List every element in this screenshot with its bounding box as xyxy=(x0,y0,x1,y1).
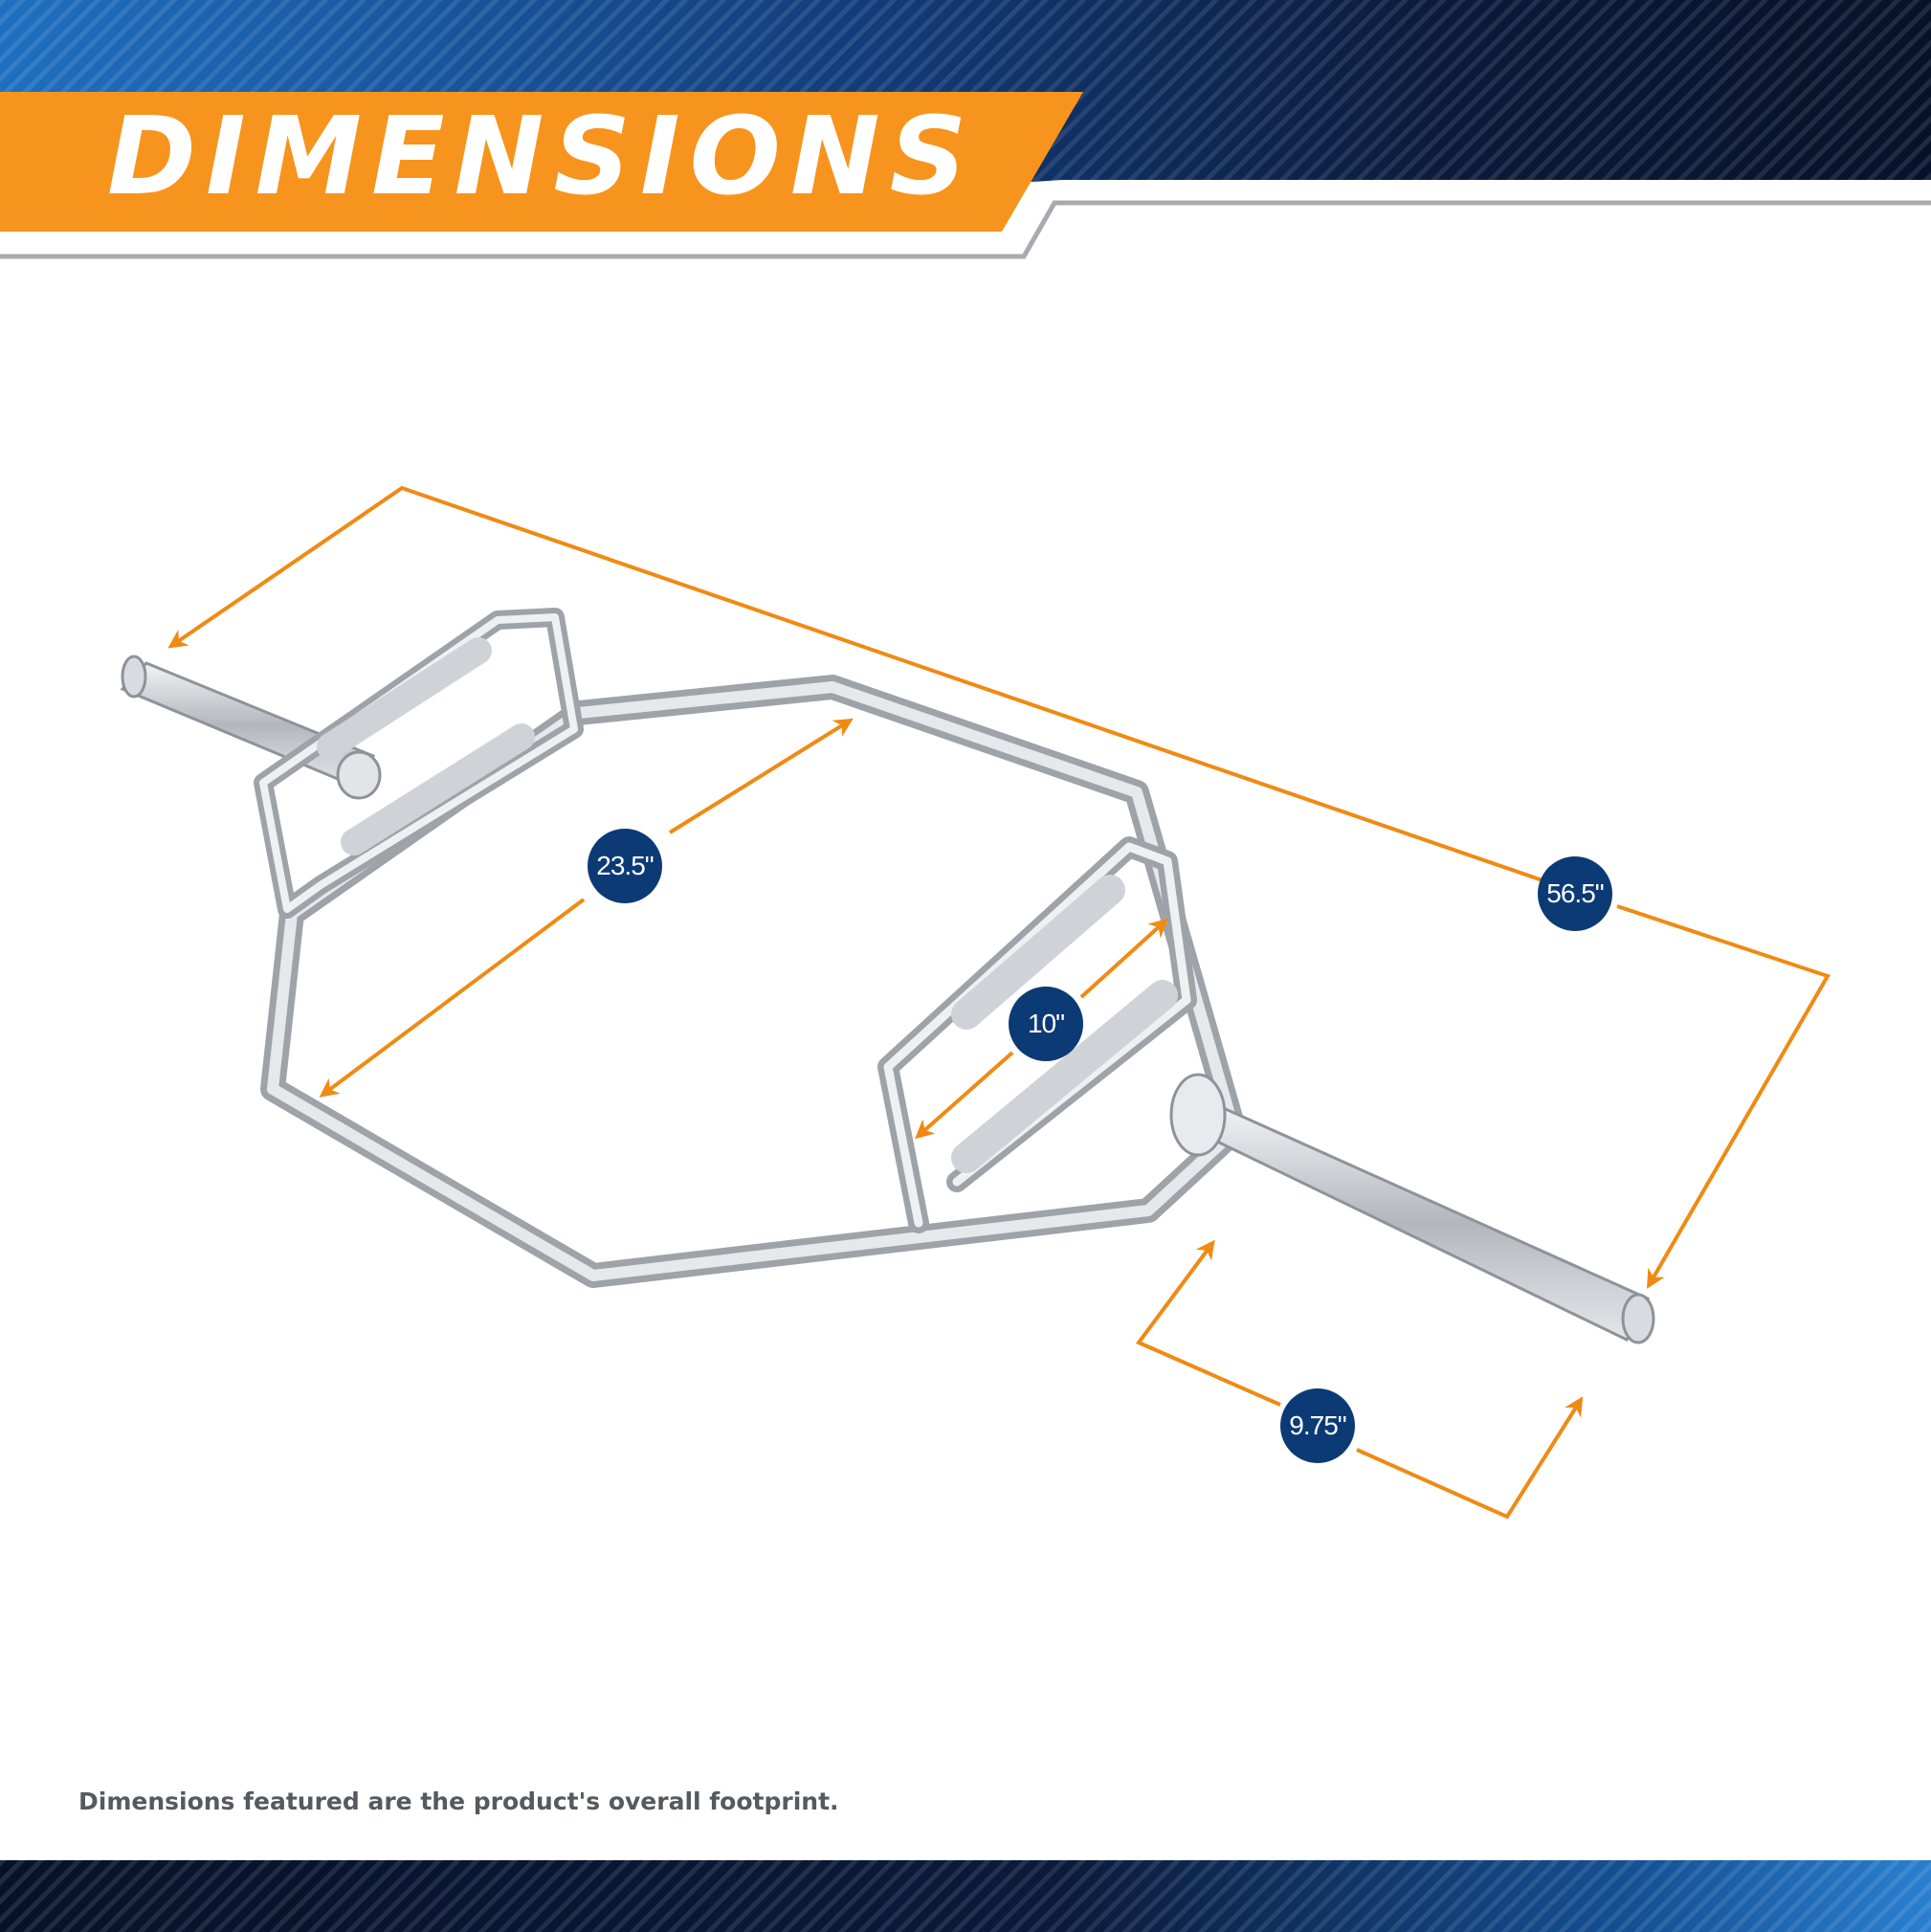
badge-frame-width: 23.5" xyxy=(588,829,662,903)
header-rule xyxy=(0,200,1931,259)
page-title: DIMENSIONS xyxy=(107,95,977,219)
header-banner xyxy=(0,0,1931,268)
arrow-frame-width-b xyxy=(319,898,586,1098)
arrow-handle-length-a xyxy=(1079,918,1168,999)
arrow-overall-length-end xyxy=(1616,904,1831,1289)
footer-banner xyxy=(0,1860,1931,1932)
arrow-sleeve-length-a xyxy=(1135,1239,1281,1407)
arrow-sleeve-length-b xyxy=(1356,1396,1584,1520)
title-tab xyxy=(0,92,1083,232)
arrow-frame-width-a xyxy=(668,718,854,834)
hex-frame xyxy=(260,675,1247,1288)
left-handle xyxy=(254,608,584,919)
footnote: Dimensions featured are the product's ov… xyxy=(78,1788,839,1815)
arrow-overall-length xyxy=(167,485,1543,882)
right-handle xyxy=(877,836,1197,1233)
badge-sleeve-length: 9.75" xyxy=(1280,1388,1355,1463)
arrow-handle-length-b xyxy=(915,1051,1014,1140)
badge-handle-length: 10" xyxy=(1009,987,1083,1061)
dimension-arrows xyxy=(167,485,1831,1520)
badge-overall-length: 56.5" xyxy=(1538,856,1612,931)
right-sleeve xyxy=(1169,1073,1655,1344)
